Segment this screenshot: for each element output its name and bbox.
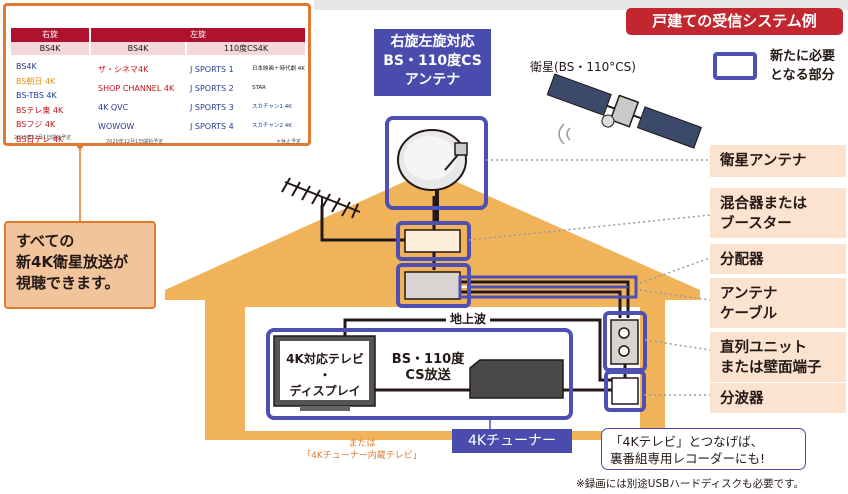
- channel-item: BS日テレ 4K: [16, 134, 64, 144]
- channel-item: J SPORTS 2: [190, 84, 234, 93]
- label-text: 直列ユニット: [720, 340, 807, 356]
- channel-item: BS朝日 4K: [16, 76, 56, 86]
- channel-item: BSテレ東 4K: [16, 105, 64, 115]
- tv-label-line: 4K対応テレビ: [286, 352, 364, 366]
- channel-item: WOWOW: [98, 122, 135, 131]
- label-text: ブースター: [720, 216, 792, 232]
- right-circular-header: 右旋: [11, 28, 89, 42]
- left-circular-header: 左旋: [91, 28, 305, 42]
- left-bs4k-list: ザ・シネマ4K SHOP CHANNEL 4K 4K QVC WOWOW: [98, 60, 184, 136]
- channel-item: J SPORTS 4: [190, 122, 234, 131]
- callout-line: すべての: [16, 232, 75, 250]
- label-wall-unit: 直列ユニット または壁面端子: [710, 332, 846, 382]
- label-satellite-antenna: 衛星アンテナ: [710, 145, 846, 177]
- left-cs4k-subheader: 110度CS4K: [187, 42, 305, 55]
- antenna-tag: 右旋左旋対応 BS・110度CS アンテナ: [374, 29, 491, 96]
- channel-note: 2020年12月1日開始予定: [106, 139, 164, 145]
- channel-item: J SPORTS 3: [190, 103, 234, 112]
- channel-note: 2019年12月1日開始予定: [14, 135, 72, 141]
- terrestrial-antenna-icon: [281, 177, 361, 240]
- channel-list-box: 右旋 左旋 BS4K BS4K 110度CS4K BS4K BS朝日 4K BS…: [3, 3, 311, 146]
- label-text: 分配器: [720, 252, 764, 268]
- note-line: 「4Kチューナー内蔵テレビ」: [302, 451, 422, 461]
- legend-line: 新たに必要: [770, 49, 836, 64]
- channel-note: ＊休止予定: [276, 139, 302, 145]
- legend-swatch: [713, 52, 757, 80]
- left-cs4k-list-a: J SPORTS 1 J SPORTS 2 J SPORTS 3 J SPORT…: [190, 60, 248, 136]
- tv-label-line: ディスプレイ: [289, 384, 361, 398]
- tuner-device: [469, 359, 564, 399]
- channel-item: スカチャン2 4K: [252, 123, 292, 129]
- label-mixer: 混合器または ブースター: [710, 188, 846, 238]
- antenna-tag-line: 右旋左旋対応: [390, 34, 475, 50]
- tv-label: 4K対応テレビ ・ ディスプレイ: [281, 351, 369, 399]
- channel-item: BS-TBS 4K: [16, 91, 57, 100]
- tv-label-line: ・: [318, 368, 331, 382]
- mixer-device: [404, 229, 461, 253]
- label-text: 混合器または: [720, 196, 807, 212]
- antenna-tag-line: BS・110度CS: [383, 53, 482, 69]
- diplexer-device: [611, 377, 639, 405]
- left-bs4k-subheader: BS4K: [91, 42, 185, 55]
- tuner-tag: 4Kチューナー: [452, 429, 572, 453]
- channel-item: SHOP CHANNEL 4K: [98, 84, 175, 93]
- satellite-icon: [546, 73, 703, 149]
- legend-text: 新たに必要 となる部分: [770, 47, 835, 85]
- legend-line: となる部分: [770, 68, 835, 83]
- speech-bubble: 「4Kテレビ」とつなげば、 裏番組専用レコーダーにも!: [601, 428, 806, 470]
- channel-item: STAR: [252, 85, 267, 91]
- diagram-title: 戸建ての受信システム例: [626, 8, 843, 35]
- channel-item: J SPORTS 1: [190, 65, 234, 74]
- antenna-tag-line: アンテナ: [404, 72, 461, 88]
- splitter-device: [404, 271, 461, 300]
- bs-label-line: BS・110度: [391, 352, 465, 367]
- label-text: または壁面端子: [720, 360, 822, 376]
- channel-item: BSフジ 4K: [16, 120, 56, 129]
- label-cable: アンテナ ケーブル: [710, 278, 846, 328]
- satellite-label: 衛星(BS・110°CS): [530, 60, 636, 74]
- label-text: ケーブル: [720, 306, 778, 322]
- tuner-alt-note: または 「4Kチューナー内蔵テレビ」: [262, 438, 462, 462]
- channel-item: スカチャン1 4K: [252, 104, 292, 110]
- ground-wave-label: 地上波: [446, 310, 491, 327]
- channel-item: 日本映画＋時代劇 4K: [252, 66, 305, 72]
- label-text: アンテナ: [720, 286, 778, 302]
- left-cs4k-list-b: 日本映画＋時代劇 4K STAR スカチャン1 4K スカチャン2 4K: [252, 60, 310, 136]
- callout-box: すべての 新4K衛星放送が 視聴できます。: [4, 221, 156, 309]
- channel-item: 4K QVC: [98, 103, 129, 112]
- label-diplexer: 分波器: [710, 383, 846, 413]
- right-circular-subheader: BS4K: [11, 42, 89, 55]
- channel-item: BS4K: [16, 62, 37, 71]
- callout-line: 新4K衛星放送が: [16, 253, 129, 271]
- bs-label-line: CS放送: [405, 368, 451, 383]
- wall-terminal-device: [610, 319, 639, 365]
- note-line: または: [348, 439, 376, 449]
- footnote: ※録画には別途USBハードディスクも必要です。: [576, 478, 805, 490]
- bs-cs-label: BS・110度 CS放送: [385, 352, 471, 384]
- satellite-dish-icon: [397, 129, 468, 225]
- label-splitter: 分配器: [710, 244, 846, 274]
- speech-line: 「4Kテレビ」とつなげば、: [610, 434, 764, 449]
- speech-line: 裏番組専用レコーダーにも!: [610, 451, 766, 466]
- label-text: 分波器: [720, 391, 764, 407]
- callout-line: 視聴できます。: [16, 274, 120, 292]
- right-circular-list: BS4K BS朝日 4K BS-TBS 4K BSテレ東 4K BSフジ 4K …: [16, 60, 88, 147]
- label-text: 衛星アンテナ: [720, 153, 807, 169]
- channel-item: ザ・シネマ4K: [98, 65, 149, 74]
